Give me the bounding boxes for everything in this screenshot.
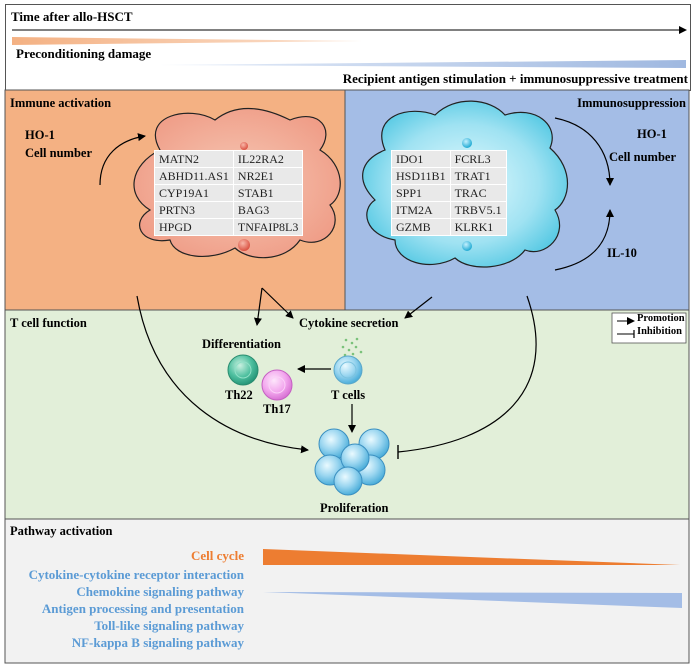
suppress-to-cytokine-arrow <box>404 296 433 319</box>
timeline-title: Time after allo-HSCT <box>11 9 133 24</box>
gene-cell: NR2E1 <box>232 167 304 185</box>
gene-cell: CYP19A1 <box>154 184 234 202</box>
cell-cycle-label: Cell cycle <box>190 548 244 563</box>
damage-wedge <box>12 37 362 45</box>
cell-cycle-wedge <box>263 549 680 565</box>
gene-cell: BAG3 <box>232 201 304 219</box>
to-differentiation-arrow <box>253 287 263 326</box>
cell-nucleus-dot <box>462 138 472 148</box>
gene-cell: IL22RA2 <box>232 150 304 168</box>
il10-label: IL-10 <box>607 246 637 260</box>
pathway-item: Antigen processing and presentation <box>41 601 244 616</box>
gene-cell: SPP1 <box>391 184 451 202</box>
gene-cell: GZMB <box>391 218 451 236</box>
cell-nucleus-dot <box>462 241 472 251</box>
cytokine-dots <box>341 337 363 357</box>
pathway-item: Cytokine-cytokine receptor interaction <box>28 567 244 582</box>
pathway-item: Toll-like signaling pathway <box>94 618 244 633</box>
th17-cell-icon <box>261 369 293 401</box>
proliferation-label: Proliferation <box>320 501 389 515</box>
immune-pathway-wedge <box>263 592 682 608</box>
pathway-title: Pathway activation <box>10 524 113 538</box>
pathway-item: NF-kappa B signaling pathway <box>71 635 244 650</box>
timeline-panel <box>5 4 691 91</box>
suppression-cell-number-label: Cell number <box>609 150 677 164</box>
to-cytokine-arrow <box>261 287 294 319</box>
tcells-label: T cells <box>331 388 366 402</box>
gene-cell: TRAC <box>449 184 507 202</box>
gene-cell: HSD11B1 <box>391 167 451 185</box>
activation-ho1-label: HO-1 <box>25 128 55 142</box>
th17-label: Th17 <box>263 402 291 416</box>
promote-proliferation-arrow <box>136 295 309 454</box>
gene-cell: TRBV5.1 <box>449 201 507 219</box>
activation-cell-number-label: Cell number <box>25 146 93 160</box>
increase-arrow <box>99 133 146 186</box>
t-cell-icon <box>333 355 363 385</box>
gene-cell: STAB1 <box>232 184 304 202</box>
decrease-arrow <box>554 117 614 186</box>
gene-cell: FCRL3 <box>449 150 507 168</box>
gene-cell: KLRK1 <box>449 218 507 236</box>
activation-title: Immune activation <box>10 96 112 110</box>
gene-cell: MATN2 <box>154 150 234 168</box>
gene-cell: PRTN3 <box>154 201 234 219</box>
cell-nucleus-dot <box>238 239 250 251</box>
suppression-title: Immunosuppression <box>577 96 686 110</box>
differentiation-label: Differentiation <box>202 337 281 351</box>
inhibit-proliferation-line <box>397 295 537 453</box>
gene-cell: HPGD <box>154 218 234 236</box>
proliferating-cells-icon <box>314 428 390 496</box>
pathway-panel <box>4 518 690 664</box>
gene-cell: ABHD11.AS1 <box>154 167 234 185</box>
stimulation-label: Recipient antigen stimulation + immunosu… <box>342 71 688 86</box>
pathway-item: Chemokine signaling pathway <box>76 584 244 599</box>
il10-increase-arrow <box>554 209 614 271</box>
th22-cell-icon <box>227 354 259 386</box>
gene-cell: TNFAIP8L3 <box>232 218 304 236</box>
gene-cell: IDO1 <box>391 150 451 168</box>
stimulation-wedge <box>160 60 686 68</box>
th22-label: Th22 <box>225 388 253 402</box>
suppression-ho1-label: HO-1 <box>637 127 667 141</box>
legend-inhibition-label: Inhibition <box>637 326 682 337</box>
tcell-title: T cell function <box>10 316 87 330</box>
cell-nucleus-dot <box>240 142 248 150</box>
damage-label: Preconditioning damage <box>16 46 152 61</box>
gene-cell: ITM2A <box>391 201 451 219</box>
legend-promotion-label: Promotion <box>637 313 685 324</box>
gene-cell: TRAT1 <box>449 167 507 185</box>
legend-box <box>611 312 687 344</box>
cytokine-label: Cytokine secretion <box>299 316 399 330</box>
